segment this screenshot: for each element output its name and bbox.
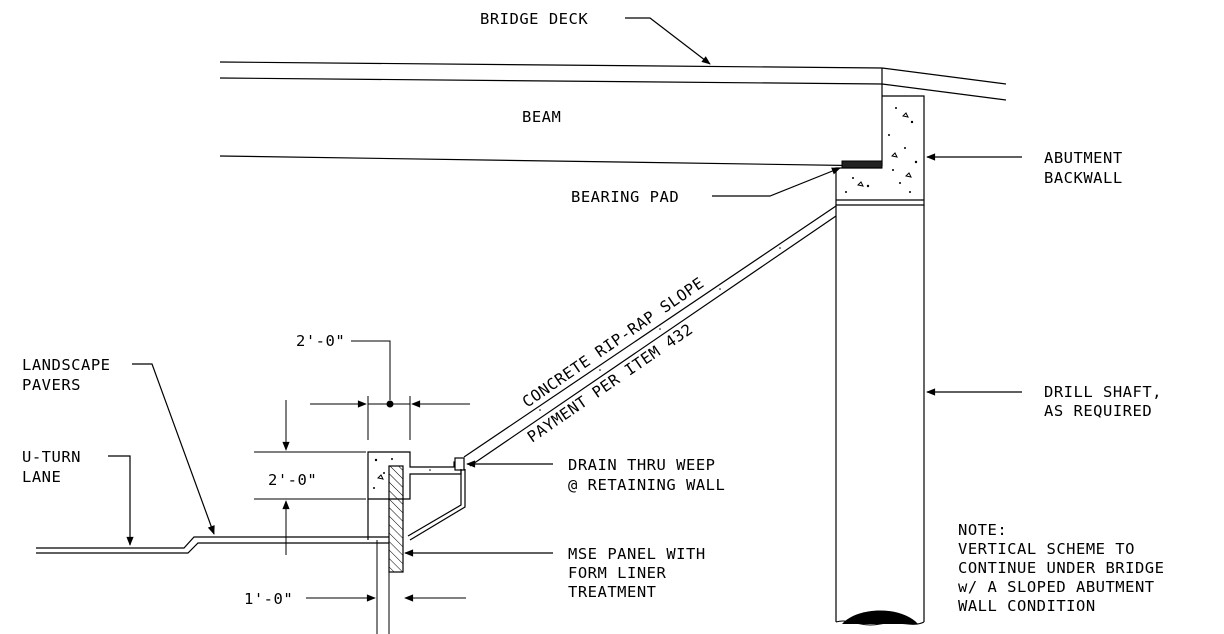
abutment-backwall [835,95,925,206]
label-drill-shaft-2: AS REQUIRED [1044,402,1152,420]
bearing-pad [841,160,883,169]
dim-height-label: 2'-0" [268,471,317,489]
leader-uturn [108,455,134,546]
label-mse-2: FORM LINER [568,564,666,582]
leader-landscape [132,363,215,535]
label-landscape-2: PAVERS [22,376,81,394]
bridge-deck [219,61,1007,101]
label-landscape-1: LANDSCAPE [22,356,111,374]
label-abutment-1: ABUTMENT [1044,149,1123,167]
label-bridge-deck: BRIDGE DECK [480,10,588,28]
note-line-3: w/ A SLOPED ABUTMENT [958,578,1155,596]
note-line-1: VERTICAL SCHEME TO [958,540,1135,558]
riprap-slope [463,205,837,467]
retaining-wall-cap [367,451,462,500]
label-abutment-2: BACKWALL [1044,169,1123,187]
dim-panel-label: 1'-0" [244,590,293,608]
label-mse-1: MSE PANEL WITH [568,545,706,563]
label-bearing-pad: BEARING PAD [571,188,679,206]
label-drill-shaft-1: DRILL SHAFT, [1044,383,1162,401]
label-drain-2: @ RETAINING WALL [568,476,725,494]
dim-width-label: 2'-0" [296,332,345,350]
label-beam: BEAM [522,108,561,126]
dim-height-2ft: 2'-0" [254,400,366,555]
label-uturn-1: U-TURN [22,448,81,466]
note-title: NOTE: [958,521,1007,539]
weep-drain-pipe [407,457,466,541]
mse-panel [388,465,404,573]
leader-bearing-pad [712,167,841,197]
concrete-speckle [845,107,918,193]
leader-bridge-deck [625,17,711,65]
label-drain-1: DRAIN THRU WEEP [568,456,715,474]
drill-shaft [835,205,925,626]
note-line-4: WALL CONDITION [958,597,1096,615]
label-uturn-2: LANE [22,468,61,486]
beam [219,96,883,167]
ground-line [36,536,389,554]
note-line-2: CONTINUE UNDER BRIDGE [958,559,1164,577]
wall-face-lines [367,499,390,634]
dim-panel-1ft: 1'-0" [244,590,466,608]
label-mse-3: TREATMENT [568,583,657,601]
dim-width-2ft: 2'-0" [296,332,470,440]
